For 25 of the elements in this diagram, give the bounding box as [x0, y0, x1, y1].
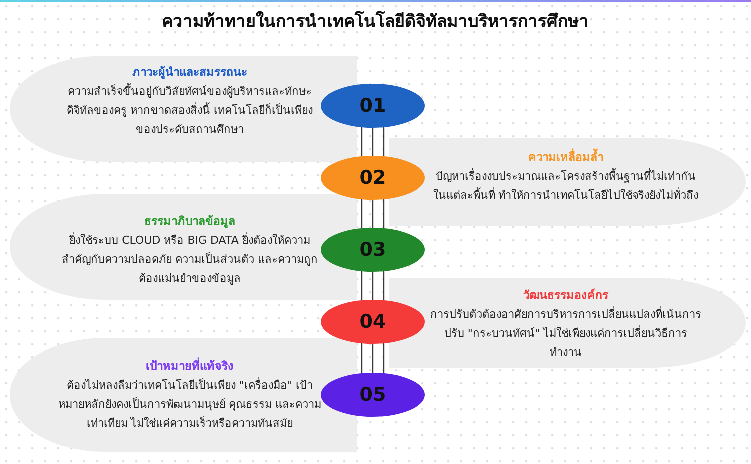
card-description: ความสำเร็จขึ้นอยู่กับวิสัยทัศน์ของผู้บริหารและทักษะดิจิทัลของครู หากขาดสองสิ่งนี้ เทคโนโลยีก็เป็นเพียงของประดับสถานศึกษา — [66, 82, 314, 138]
info-card — [10, 338, 357, 452]
step-number: 05 — [360, 383, 386, 407]
card-heading: วัฒนธรรมองค์กร — [524, 287, 608, 304]
card-description: การปรับตัวต้องอาศัยการบริหารการเปลี่ยนแปลงที่เน้นการปรับ "กระบวนทัศน์" ไม่ใช่เพียงแค่การเปลี่ยนวิธีการทำงาน — [430, 306, 702, 361]
triple-line-connector — [361, 198, 385, 230]
step-number: 03 — [360, 238, 386, 262]
card-description: ต้องไม่หลงลืมว่าเทคโนโลยีเป็นเพียง "เครื่องมือ" เป้าหมายหลักยังคงเป็นการพัฒนามนุษย์ คุณธรรม และความเท่าเทียม ไม่ใช่แค่ความเร็วหรือความทันสมัย — [58, 376, 322, 432]
card-description: ยิ่งใช้ระบบ CLOUD หรือ BIG DATA ยิ่งต้องให้ความสำคัญกับความปลอดภัย ความเป็นส่วนตัว และความถูกต้องแม่นยำของข้อมูล — [61, 232, 319, 287]
triple-line-connector — [361, 126, 385, 158]
info-card — [10, 56, 357, 162]
step-number: 04 — [360, 310, 386, 334]
info-card — [10, 194, 357, 300]
card-heading: ภาวะผู้นำและสมรรถนะ — [132, 64, 248, 82]
step-number: 01 — [360, 94, 386, 118]
card-description: ปัญหาเรื่องงบประมาณและโครงสร้างพื้นฐานที่ไม่เท่ากันในแต่ละพื้นที่ ทำให้การนำเทคโนโลยีไปใช้จริงยังไม่ทั่วถึง — [432, 168, 700, 204]
card-heading: ธรรมาภิบาลข้อมูล — [144, 213, 236, 230]
info-card — [389, 138, 746, 226]
triple-line-connector — [361, 270, 385, 302]
step-number: 02 — [360, 166, 386, 190]
diagram-title: ความท้าทายในการนำเทคโนโลยีดิจิทัลมาบริหารการศึกษา — [162, 10, 589, 34]
info-card — [389, 278, 746, 368]
card-heading: เป้าหมายที่แท้จริง — [146, 357, 234, 375]
triple-line-connector — [361, 342, 385, 374]
card-heading: ความเหลื่อมล้ำ — [528, 148, 604, 166]
